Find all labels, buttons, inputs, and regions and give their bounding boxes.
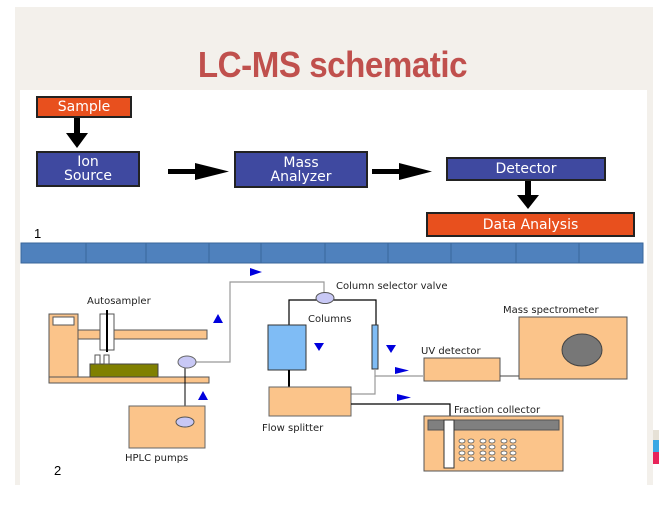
sample-box: Sample xyxy=(36,96,132,118)
data-analysis-box: Data Analysis xyxy=(426,212,635,237)
uv-detector-label: UV detector xyxy=(421,346,481,357)
flow-arrow-icon xyxy=(314,343,324,351)
column-large xyxy=(267,324,307,371)
columns-label: Columns xyxy=(308,314,352,325)
detector-label: Detector xyxy=(495,161,557,177)
vial-icon xyxy=(488,450,496,456)
flow-splitter xyxy=(268,386,352,417)
arrow-down-icon xyxy=(66,118,88,148)
autosampler xyxy=(48,310,210,384)
flow-arrow-icon xyxy=(397,394,411,401)
injection-valve xyxy=(177,355,197,369)
flow-arrow-icon xyxy=(198,391,208,400)
column-selector-valve-label: Column selector valve xyxy=(336,281,448,292)
fraction-vials xyxy=(458,438,517,462)
detector-box: Detector xyxy=(446,157,606,181)
data-analysis-label: Data Analysis xyxy=(482,216,579,233)
panel-number-2: 2 xyxy=(54,463,62,478)
vial-icon xyxy=(509,444,517,450)
vial-icon xyxy=(467,438,475,444)
side-strip-blue xyxy=(653,440,659,452)
vial-icon xyxy=(458,444,466,450)
vial-icon xyxy=(467,444,475,450)
panel-number-1: 1 xyxy=(34,226,42,241)
ion-source-box: Ion Source xyxy=(36,151,140,187)
sample-label: Sample xyxy=(57,99,111,115)
vial-icon xyxy=(479,450,487,456)
uv-detector xyxy=(423,357,501,382)
column-small xyxy=(371,324,379,370)
vial-icon xyxy=(479,444,487,450)
arrow-right-icon xyxy=(372,163,432,180)
flow-arrow-icon xyxy=(213,314,223,323)
autosampler-label: Autosampler xyxy=(87,296,152,307)
flow-arrow-icon xyxy=(250,268,262,276)
hplc-pumps-label: HPLC pumps xyxy=(125,453,188,464)
vial-icon xyxy=(458,450,466,456)
mass-spectrometer-label: Mass spectrometer xyxy=(503,305,599,316)
vial-icon xyxy=(458,438,466,444)
slide-title: LC-MS schematic xyxy=(197,44,468,85)
vial-icon xyxy=(488,438,496,444)
vial-icon xyxy=(479,456,487,462)
hplc-pumps xyxy=(128,405,206,449)
mass-analyzer-label-1: Mass xyxy=(283,154,319,171)
vial-icon xyxy=(467,456,475,462)
ion-source-label-1: Ion xyxy=(77,154,99,170)
vial-icon xyxy=(509,456,517,462)
arrow-right-icon xyxy=(168,163,229,180)
flow-arrow-icon xyxy=(395,367,409,374)
vial-icon xyxy=(488,456,496,462)
vial-icon xyxy=(479,438,487,444)
vial-icon xyxy=(500,450,508,456)
side-strip-pink xyxy=(653,452,659,464)
mass-analyzer-label-2: Analyzer xyxy=(270,168,332,185)
ion-source-label-2: Source xyxy=(63,168,113,184)
arrow-down-icon xyxy=(517,181,539,209)
column-selector-valve xyxy=(315,292,335,304)
fraction-collector-label: Fraction collector xyxy=(454,405,541,416)
vial-icon xyxy=(509,450,517,456)
flow-arrow-icon xyxy=(386,345,396,353)
vial-icon xyxy=(500,438,508,444)
side-strip-beige xyxy=(653,430,659,440)
mass-analyzer-box: Mass Analyzer xyxy=(234,151,368,188)
segment-bar-cell xyxy=(578,242,644,264)
vial-icon xyxy=(488,444,496,450)
flow-splitter-label: Flow splitter xyxy=(262,423,324,434)
vial-icon xyxy=(458,456,466,462)
vial-icon xyxy=(509,438,517,444)
vial-icon xyxy=(500,456,508,462)
vial-icon xyxy=(467,450,475,456)
vial-icon xyxy=(500,444,508,450)
